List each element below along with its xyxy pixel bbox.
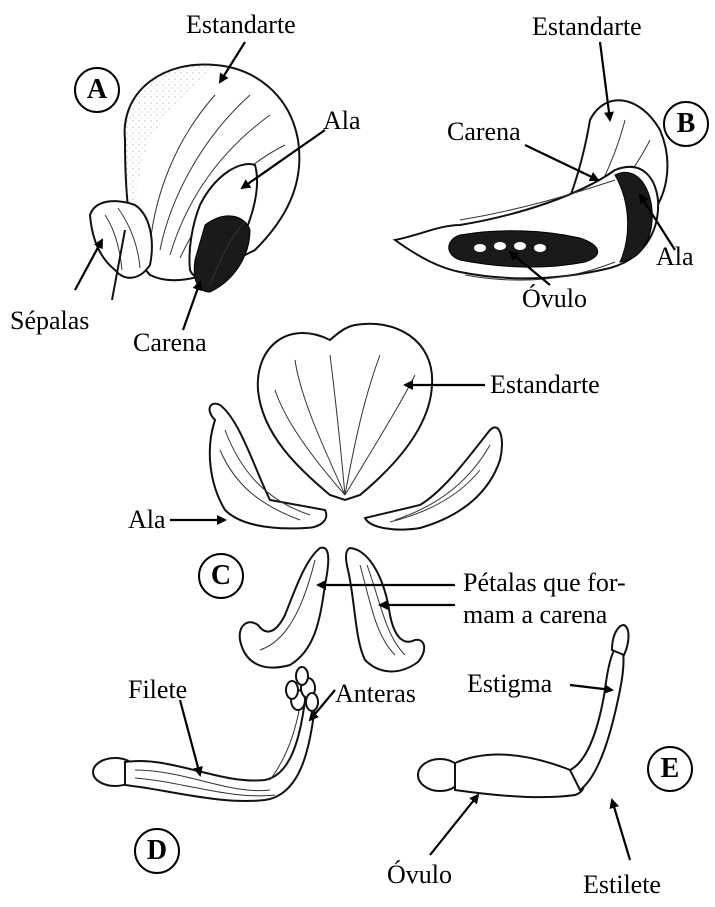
panel-d-drawing	[93, 667, 318, 801]
label-d-anteras: Anteras	[335, 681, 416, 707]
label-e-ovulo: Óvulo	[387, 862, 452, 888]
label-c-ala: Ala	[128, 507, 166, 533]
label-c-estandarte: Estandarte	[490, 372, 600, 398]
panel-badge-a: A	[74, 67, 120, 113]
label-b-estandarte: Estandarte	[532, 14, 642, 40]
panel-a-drawing	[90, 64, 299, 300]
label-d-filete: Filete	[128, 677, 187, 703]
panel-e-drawing	[418, 625, 629, 797]
panel-badge-c: C	[198, 553, 244, 599]
label-b-ovulo: Óvulo	[522, 286, 587, 312]
label-a-ala: Ala	[323, 108, 361, 134]
c-carena-right	[346, 548, 424, 672]
panel-badge-b: B	[663, 101, 709, 147]
label-a-sepalas: Sépalas	[10, 308, 89, 334]
label-e-estigma: Estigma	[467, 671, 552, 697]
d-anthers	[286, 667, 318, 711]
panel-badge-d: D	[134, 828, 180, 874]
panel-b-drawing	[395, 100, 667, 280]
c-carena-left	[240, 548, 329, 668]
label-e-estilete: Estilete	[583, 872, 661, 898]
e-ovary	[455, 755, 584, 798]
panel-c-drawing	[210, 324, 502, 672]
label-b-ala: Ala	[656, 244, 694, 270]
label-a-carena: Carena	[133, 330, 207, 356]
e-style	[570, 645, 624, 790]
label-c-petalas-line2: mam a carena	[463, 602, 607, 628]
label-b-carena: Carena	[447, 119, 521, 145]
label-c-petalas-line1: Pétalas que for-	[463, 570, 626, 596]
panel-badge-e: E	[647, 746, 693, 792]
label-a-estandarte: Estandarte	[186, 12, 296, 38]
e-stigma	[612, 625, 629, 655]
